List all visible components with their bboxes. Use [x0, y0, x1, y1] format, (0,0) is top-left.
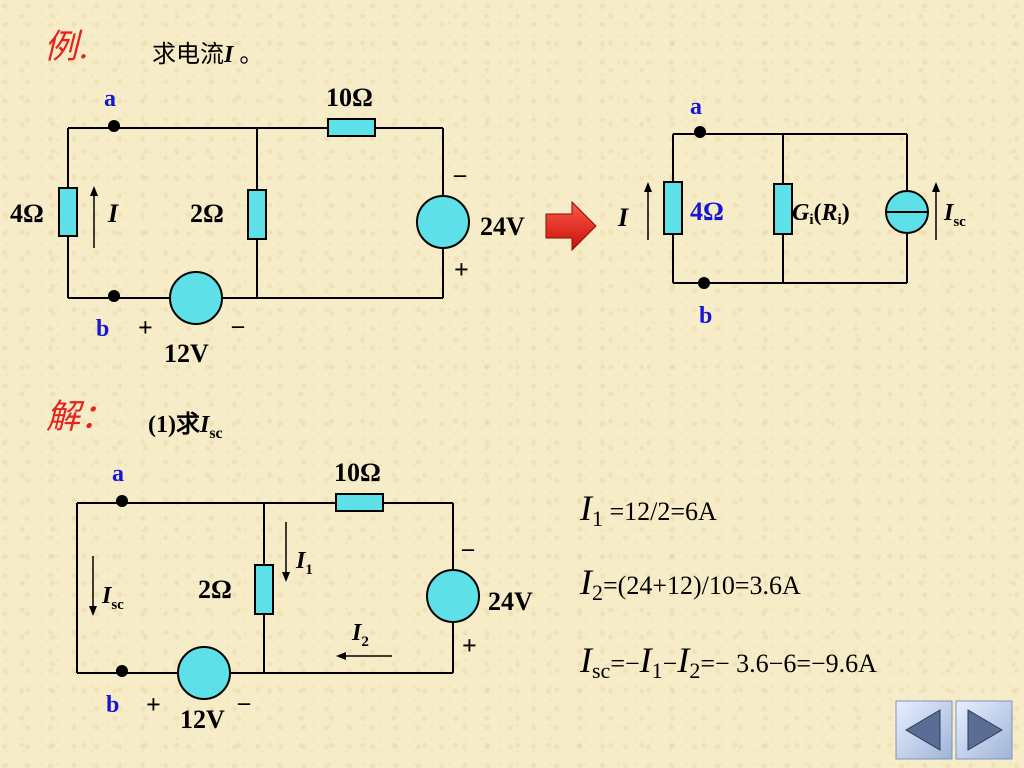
right-triangle-icon: [967, 709, 1003, 751]
resistor-4ohm: [58, 187, 78, 237]
c2-label-10ohm: 10Ω: [334, 458, 381, 487]
eq-arrow-up-icon: [644, 182, 652, 192]
node-a-dot: [108, 120, 120, 132]
equation-i2: I2=(24+12)/10=3.6A: [579, 562, 801, 605]
c2-label-24v: 24V: [488, 587, 533, 616]
eq-resistor-4ohm: [663, 181, 683, 235]
label-12v: 12V: [164, 339, 209, 368]
c2-resistor-10ohm: [335, 493, 384, 512]
label-12v-plus: +: [138, 313, 153, 342]
eq-node-a-dot: [694, 126, 706, 138]
node-b-label: b: [96, 316, 109, 342]
node-b-dot: [108, 290, 120, 302]
c2-voltage-source-12v: [177, 646, 231, 700]
c2-label-i1: I1: [295, 548, 313, 578]
node-a-label: a: [104, 86, 116, 112]
arrow-up-icon: [90, 186, 98, 196]
left-triangle-icon: [905, 709, 941, 751]
eq-label-4ohm: 4Ω: [690, 197, 724, 226]
eq-node-a-label: a: [690, 94, 702, 120]
voltage-source-24v: [416, 195, 470, 249]
eq-label-GiRi: Gi(Ri): [792, 200, 850, 228]
label-2ohm: 2Ω: [190, 199, 224, 228]
problem-prompt: 求电流I。: [152, 40, 263, 68]
c2-label-2ohm: 2Ω: [198, 575, 232, 604]
i2-arrow-left-icon: [336, 652, 346, 660]
label-current-I: I: [107, 199, 119, 228]
c2-label-isc: Isc: [101, 583, 124, 613]
eq-conductance-Gi: [773, 183, 793, 235]
c2-node-b-label: b: [106, 692, 119, 718]
solution-label: 解：: [46, 397, 114, 437]
label-12v-minus: –: [231, 313, 245, 339]
c2-node-b-dot: [116, 665, 128, 677]
transform-arrow-icon: [545, 200, 597, 252]
resistor-2ohm: [247, 189, 267, 240]
label-24v-plus: +: [454, 255, 469, 284]
label-10ohm: 10Ω: [326, 83, 373, 112]
label-24v-minus: –: [453, 162, 467, 188]
isc-arrow-up-icon: [932, 182, 940, 192]
equation-i1: I1 =12/2=6A: [579, 488, 717, 531]
equation-isc: Isc=−I1−I2=− 3.6−6=−9.6A: [579, 640, 877, 683]
resistor-10ohm: [327, 118, 376, 137]
solution-step-title: (1)求Isc: [148, 411, 223, 442]
c2-node-a-label: a: [112, 461, 124, 487]
eq-label-isc: Isc: [943, 200, 966, 230]
label-24v: 24V: [480, 212, 525, 241]
circuit-equivalent: a b I 4Ω Gi(Ri) Isc: [617, 94, 966, 329]
eq-label-current-I: I: [617, 203, 629, 232]
eq-node-b-label: b: [699, 303, 712, 329]
c2-label-i2: I2: [351, 620, 369, 650]
label-4ohm: 4Ω: [10, 199, 44, 228]
c2-label-12v-minus: –: [237, 690, 251, 716]
nav-next-button[interactable]: [955, 700, 1013, 760]
nav-prev-button[interactable]: [895, 700, 953, 760]
circuit-original: a b 10Ω 4Ω 2Ω I – 24V + + – 12V: [10, 83, 525, 368]
c2-label-12v: 12V: [180, 705, 225, 734]
equations: I1 =12/2=6A I2=(24+12)/10=3.6A Isc=−I1−I…: [579, 488, 877, 683]
i1-arrow-down-icon: [282, 572, 290, 582]
isc-arrow-down-icon: [89, 606, 97, 616]
c2-label-24v-minus: –: [461, 536, 475, 562]
c2-label-12v-plus: +: [146, 690, 161, 719]
c2-node-a-dot: [116, 495, 128, 507]
c2-resistor-2ohm: [254, 564, 274, 615]
circuit-short: a b 10Ω 2Ω Isc I1 I2 – 24V + + – 12V: [76, 458, 533, 734]
voltage-source-12v: [169, 271, 223, 325]
c2-label-24v-plus: +: [462, 631, 477, 660]
c2-voltage-source-24v: [426, 569, 480, 623]
eq-node-b-dot: [698, 277, 710, 289]
example-label: 例.: [44, 27, 89, 67]
